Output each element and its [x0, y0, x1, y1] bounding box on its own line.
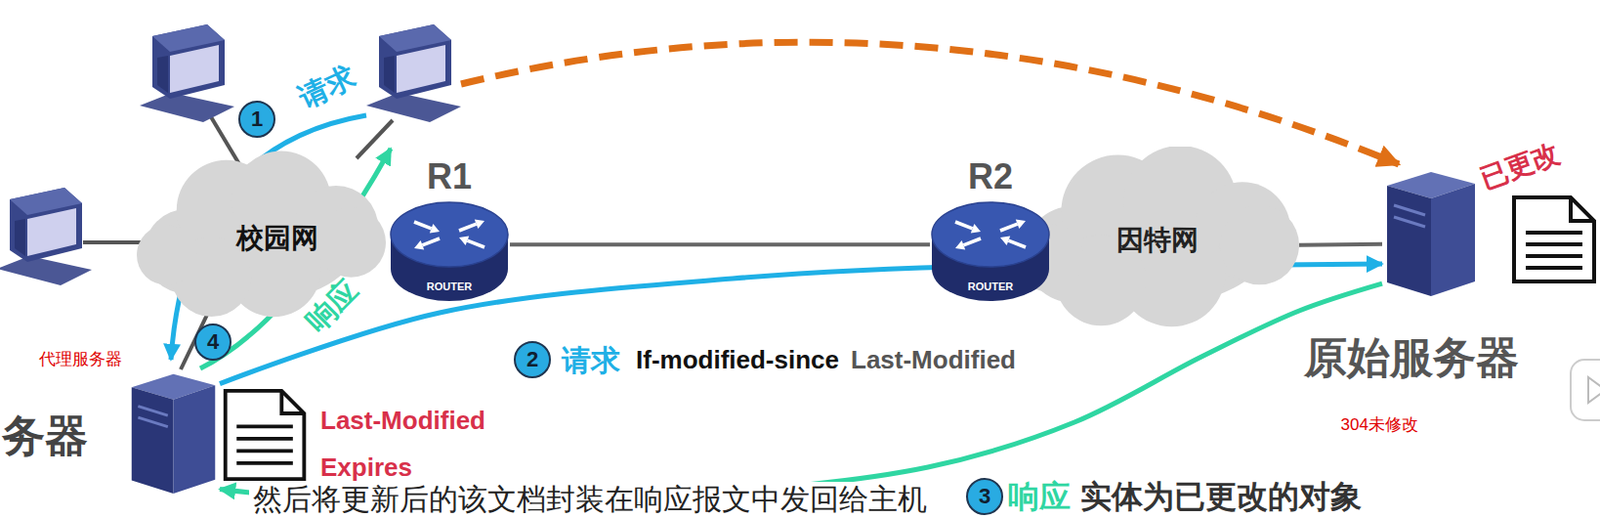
- router-top: [931, 202, 1050, 267]
- server-name: 原始服务器: [1289, 332, 1534, 382]
- proxy-server: 代理服务器务器: [0, 346, 225, 499]
- callout-number: 4: [194, 323, 232, 361]
- play-frame: [1570, 359, 1600, 421]
- cloud-part: [136, 224, 197, 285]
- step-label: 请求: [561, 342, 621, 378]
- router-arrow: [414, 221, 432, 229]
- server-note: 代理服务器: [39, 349, 123, 370]
- server-slot: [137, 417, 168, 427]
- document-lines: [1525, 232, 1583, 268]
- document-icon: [1514, 197, 1595, 282]
- subtitle: 然后将更新后的该文档封装在响应报文中发回给主机: [249, 481, 931, 516]
- computer-icon: [0, 187, 92, 286]
- computer-icon: [366, 24, 462, 123]
- router-arrow: [955, 221, 973, 229]
- router-arrow: [421, 238, 440, 246]
- router-arrow: [1008, 240, 1026, 248]
- router-name: R1: [388, 156, 510, 197]
- router-arrow: [459, 223, 477, 231]
- play-triangle: [1588, 377, 1600, 403]
- header-name: If-modified-since: [635, 344, 840, 375]
- status-note: 304未修改: [1341, 415, 1419, 435]
- callout-number: 3: [966, 477, 1004, 515]
- document-fold: [281, 390, 304, 414]
- server-side: [1431, 183, 1475, 296]
- wire: [83, 240, 147, 245]
- connector: [1299, 244, 1383, 246]
- router-arrowhead: [970, 223, 981, 233]
- document-line: [236, 448, 294, 453]
- server-slot: [137, 406, 168, 417]
- header-field: Expires: [320, 452, 413, 482]
- step-label: 请求: [293, 57, 361, 114]
- router-arrowhead: [459, 236, 469, 246]
- router-arrows: [955, 219, 1026, 251]
- document-outline: [1514, 197, 1595, 282]
- router-arrows: [414, 219, 485, 251]
- wire: [210, 115, 240, 165]
- document-line: [236, 436, 294, 441]
- cached-document: Last-ModifiedExpires: [222, 388, 492, 487]
- router: R2ROUTER: [929, 156, 1052, 303]
- router-top: [390, 202, 508, 267]
- router-caption: ROUTER: [388, 280, 510, 294]
- router-arrowhead: [955, 240, 966, 250]
- origin-server: 原始服务器: [1289, 166, 1534, 386]
- router-name: R2: [929, 156, 1052, 197]
- cloud-part: [316, 207, 386, 277]
- server-name: 务器: [1, 410, 88, 461]
- router-arrowhead: [1000, 236, 1011, 246]
- status-tag: 已更改: [1475, 137, 1564, 196]
- router-arrowhead: [1015, 219, 1026, 229]
- document-icon: [222, 388, 309, 483]
- server-slot: [1393, 205, 1426, 215]
- router-arrowhead: [474, 219, 485, 229]
- connector: [509, 242, 930, 247]
- server-front: [131, 386, 174, 494]
- server-side: [173, 384, 216, 494]
- document-fold: [1570, 197, 1595, 221]
- callout-number: 1: [238, 100, 276, 138]
- callout-digit: 4: [196, 329, 230, 354]
- cloud-part: [1220, 205, 1300, 285]
- step-description: 实体为已更改的对象: [1080, 478, 1362, 515]
- router-arrow: [1000, 223, 1018, 231]
- callout-number: 2: [513, 340, 551, 379]
- server-symbol: [1382, 166, 1480, 298]
- play-button: [1570, 359, 1600, 421]
- connector: [219, 283, 1383, 501]
- router-arrow: [466, 240, 485, 248]
- network-cloud: 因特网: [1015, 146, 1300, 333]
- direct-request-arc: [461, 42, 1399, 165]
- cloud-part: [1015, 223, 1085, 293]
- router-arrowhead: [429, 223, 440, 233]
- router-arrowhead: [414, 240, 424, 250]
- network-name: 校园网: [152, 222, 402, 254]
- document-line: [236, 423, 294, 428]
- router-caption: ROUTER: [929, 280, 1052, 294]
- callout-digit: 2: [515, 346, 549, 372]
- server-front: [1387, 185, 1432, 296]
- step-label: 响应: [1008, 478, 1071, 515]
- header-field: Last-Modified: [320, 405, 486, 435]
- router: R1ROUTER: [388, 156, 510, 303]
- callout-digit: 3: [968, 483, 1002, 508]
- network-name: 因特网: [1015, 224, 1300, 256]
- server-symbol: [126, 368, 220, 496]
- computer-icon: [139, 24, 235, 123]
- document-outline: [225, 390, 305, 479]
- router-arrow: [963, 238, 981, 246]
- server-slot: [1393, 216, 1426, 227]
- callout-digit: 1: [240, 106, 274, 131]
- header-name: Last-Modified: [850, 344, 1016, 375]
- document-line: [236, 461, 294, 465]
